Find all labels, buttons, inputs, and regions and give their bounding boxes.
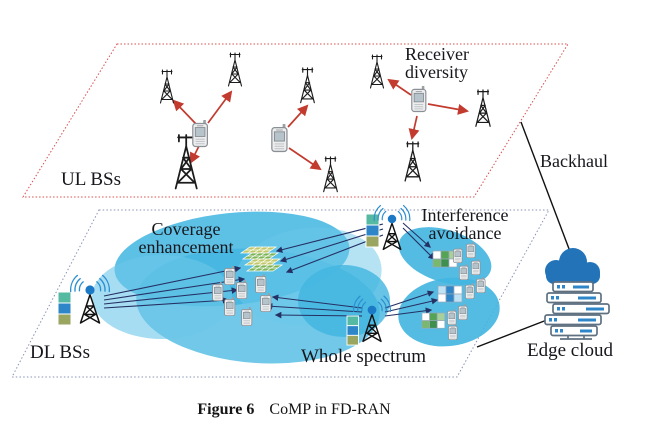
mobile-phone-icon	[255, 273, 267, 294]
mobile-phone-icon	[448, 323, 458, 341]
spectrum-blocks-icon	[57, 291, 72, 326]
uplink-arrows	[172, 78, 470, 171]
mobile-phone-icon	[260, 292, 272, 313]
receiver-diversity-line1: Receiver	[405, 44, 469, 64]
receiver-diversity-line2: diversity	[405, 62, 468, 83]
interference-avoidance-label: Interference avoidance	[414, 206, 516, 243]
figure-caption-number: Figure 6	[197, 401, 255, 418]
mobile-phone-icon	[212, 281, 224, 302]
mobile-phone-icon	[411, 85, 427, 113]
edge-cloud	[544, 248, 610, 340]
mobile-phone-icon	[236, 279, 248, 300]
interference-line1: Interference	[421, 205, 509, 225]
mobile-phone-icon	[241, 306, 253, 327]
edge-cloud-link-line	[476, 317, 553, 348]
edge-server-stack-icon	[544, 281, 610, 340]
mobile-phone-icon	[224, 296, 236, 317]
resource-block-grid-icon	[421, 312, 446, 329]
dl-bs-label: DL BSs	[30, 342, 91, 363]
coverage-enhancement-label: Coverage enhancement	[130, 220, 242, 257]
lattice-tower-icon	[404, 141, 422, 182]
spectrum-blocks-icon	[346, 315, 359, 346]
mobile-phone-icon	[192, 119, 208, 148]
figure-caption-title: CoMP in FD-RAN	[269, 401, 391, 418]
ul-plane-border	[22, 43, 569, 198]
lattice-tower-icon	[369, 54, 385, 89]
mobile-phone-icon	[466, 241, 476, 259]
receiver-diversity-label: Receiver diversity	[405, 45, 469, 82]
lattice-tower-icon	[227, 52, 243, 87]
spectrum-blocks-icon	[365, 213, 380, 248]
lattice-tower-icon	[323, 156, 338, 193]
lattice-tower-icon	[300, 67, 315, 104]
ul-bs-label: UL BSs	[61, 169, 122, 190]
mobile-phone-icon	[465, 282, 475, 300]
lattice-tower-icon	[159, 69, 175, 104]
coverage-line2: enhancement	[138, 237, 234, 258]
cloud-icon	[545, 248, 600, 284]
backhaul-link-line	[520, 121, 575, 263]
figure-caption: Figure 6 CoMP in FD-RAN	[0, 401, 646, 419]
coverage-line1: Coverage	[151, 219, 221, 239]
mobile-phone-icon	[224, 265, 236, 286]
mobile-phone-icon	[471, 258, 481, 276]
mobile-phone-icon	[458, 303, 468, 321]
mobile-phone-icon	[453, 246, 463, 264]
lattice-tower-icon	[475, 89, 491, 127]
backhaul-label: Backhaul	[540, 151, 608, 171]
mobile-phone-icon	[459, 263, 469, 281]
dl-plane	[11, 204, 550, 378]
mobile-phone-icon	[476, 276, 486, 294]
whole-spectrum-label: Whole spectrum	[301, 346, 427, 367]
interference-line2: avoidance	[428, 223, 502, 244]
edge-cloud-label: Edge cloud	[527, 340, 614, 361]
ul-plane	[22, 43, 569, 198]
downlink-arrows	[103, 222, 439, 319]
dl-plane-border	[11, 209, 550, 378]
mobile-phone-icon	[447, 308, 457, 326]
mobile-phone-icon	[271, 123, 288, 153]
resource-block-grid-icon	[437, 285, 463, 303]
